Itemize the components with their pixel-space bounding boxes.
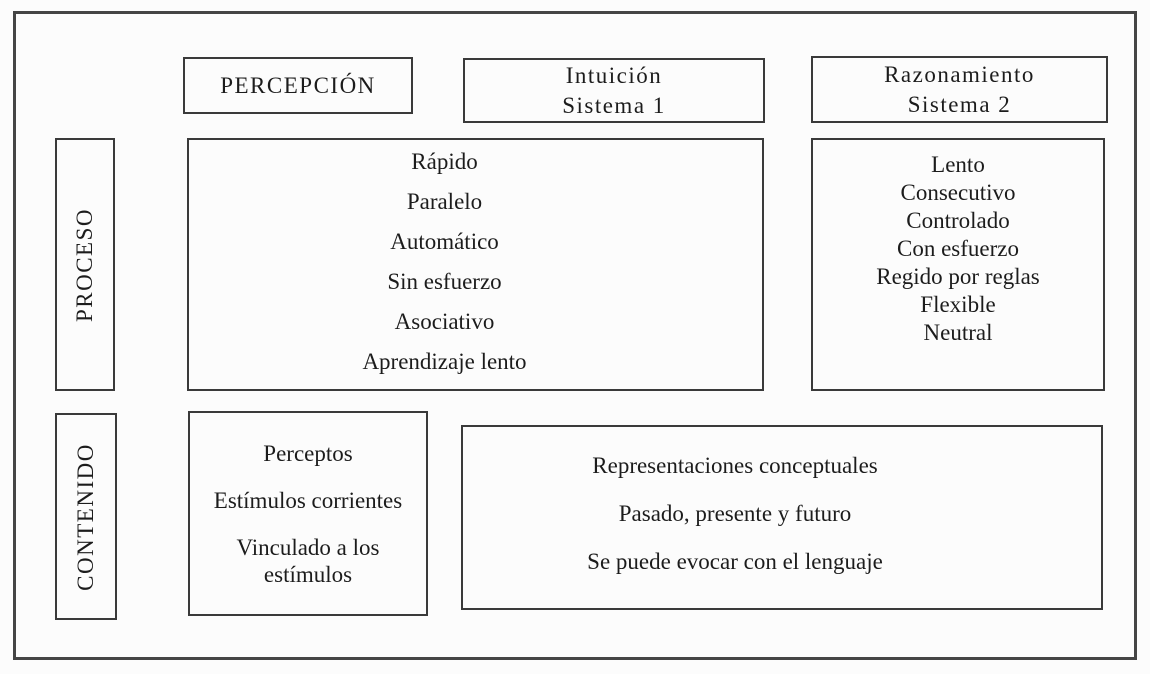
row-label-content: CONTENIDO bbox=[55, 413, 117, 620]
outer-frame: PERCEPCIÓN Intuición Sistema 1 Razonamie… bbox=[13, 11, 1137, 660]
header-intuition-line1: Intuición bbox=[565, 62, 663, 88]
header-perception-label: PERCEPCIÓN bbox=[220, 72, 376, 98]
process-system2-item: Consecutivo bbox=[900, 180, 1016, 205]
process-system2-item: Controlado bbox=[906, 208, 1010, 233]
process-system1-item: Asociativo bbox=[394, 309, 495, 334]
process-system1-item: Automático bbox=[390, 229, 499, 254]
header-intuition-line2: Sistema 1 bbox=[562, 92, 666, 118]
process-system2-item: Con esfuerzo bbox=[897, 236, 1019, 261]
header-reasoning-system2: Razonamiento Sistema 2 bbox=[811, 56, 1108, 123]
process-system2-item: Lento bbox=[931, 152, 985, 177]
process-system1-item: Sin esfuerzo bbox=[387, 269, 502, 294]
content-perception-item: Perceptos bbox=[263, 441, 353, 466]
row-label-content-text: CONTENIDO bbox=[73, 442, 98, 591]
content-perception-item: Estímulos corrientes bbox=[213, 488, 403, 513]
process-system1-item: Rápido bbox=[411, 149, 478, 174]
header-reasoning-line2: Sistema 2 bbox=[907, 91, 1012, 117]
content-perception-item: Vinculado a los estímulos bbox=[236, 535, 380, 587]
header-reasoning-line1: Razonamiento bbox=[884, 61, 1035, 87]
content-system2-item: Representaciones conceptuales bbox=[592, 453, 878, 478]
header-intuition-system1: Intuición Sistema 1 bbox=[463, 58, 765, 123]
content-system2-item: Pasado, presente y futuro bbox=[618, 501, 852, 526]
header-perception: PERCEPCIÓN bbox=[183, 57, 413, 114]
row-label-process-text: PROCESO bbox=[72, 207, 98, 322]
content-system2-item: Se puede evocar con el lenguaje bbox=[587, 549, 883, 574]
process-system2-item: Neutral bbox=[923, 320, 993, 345]
process-system1-item: Aprendizaje lento bbox=[362, 349, 527, 374]
process-system1-item: Paralelo bbox=[406, 189, 483, 214]
row-label-process: PROCESO bbox=[55, 138, 115, 391]
process-system2-item: Regido por reglas bbox=[876, 264, 1040, 289]
process-system2-item: Flexible bbox=[920, 292, 996, 317]
